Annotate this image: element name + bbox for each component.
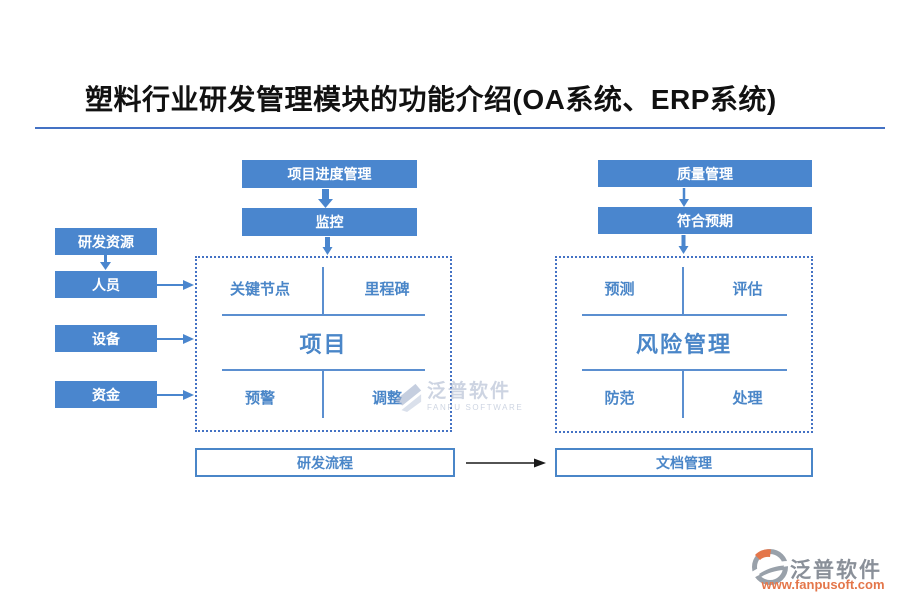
- arrow-monitor-to-project-panel-icon: [322, 237, 333, 255]
- brand-name: 泛普软件: [790, 559, 882, 582]
- cell-adjustment: 调整: [371, 389, 402, 407]
- risk-panel-vline-top: [682, 267, 684, 314]
- box-quality-management: 质量管理: [598, 160, 812, 187]
- cell-forecast: 预测: [604, 280, 635, 298]
- page-title: 塑料行业研发管理模块的功能介绍(OA系统、ERP系统): [85, 84, 777, 115]
- box-project-progress: 项目进度管理: [242, 160, 417, 188]
- cell-project-title: 项目: [299, 331, 348, 357]
- project-panel-vline-top: [322, 267, 324, 314]
- box-meets-expectations: 符合预期: [598, 207, 812, 234]
- project-panel: [195, 256, 452, 432]
- project-panel-hline-top: [222, 314, 425, 316]
- box-personnel: 人员: [55, 271, 157, 298]
- brand-logo: 泛普软件 www.fanpusoft.com: [752, 548, 894, 592]
- box-doc-management: 文档管理: [555, 448, 813, 477]
- cell-handling: 处理: [732, 389, 763, 407]
- arrow-quality-to-expectation-icon: [679, 188, 689, 207]
- arrow-progress-to-monitor-icon: [318, 189, 333, 208]
- brand-url: www.fanpusoft.com: [761, 577, 885, 592]
- arrow-expectation-to-risk-panel-icon: [678, 235, 689, 254]
- risk-panel-hline-bottom: [582, 369, 787, 371]
- cell-key-nodes: 关键节点: [229, 280, 290, 298]
- box-rd-resources: 研发资源: [55, 228, 157, 255]
- brand-circle-icon: [752, 549, 788, 585]
- arrow-equipment-to-panel-icon: [156, 334, 194, 344]
- cell-evaluation: 评估: [732, 280, 763, 298]
- arrow-funds-to-panel-icon: [156, 390, 194, 400]
- box-rd-process: 研发流程: [195, 448, 455, 477]
- risk-panel: [555, 256, 813, 433]
- project-panel-hline-bottom: [222, 369, 425, 371]
- box-funds: 资金: [55, 381, 157, 408]
- risk-panel-hline-top: [582, 314, 787, 316]
- arrow-process-to-docs-icon: [466, 458, 546, 468]
- cell-milestone: 里程碑: [364, 280, 410, 298]
- cell-prevention: 防范: [604, 389, 635, 407]
- arrow-down-resources-icon: [100, 255, 111, 270]
- project-panel-vline-bottom: [322, 371, 324, 418]
- title-underline: [35, 127, 885, 129]
- risk-panel-vline-bottom: [682, 371, 684, 418]
- box-monitor: 监控: [242, 208, 417, 236]
- cell-risk-title: 风险管理: [635, 331, 732, 357]
- cell-early-warning: 预警: [244, 389, 275, 407]
- arrow-personnel-to-panel-icon: [156, 280, 194, 290]
- box-equipment: 设备: [55, 325, 157, 352]
